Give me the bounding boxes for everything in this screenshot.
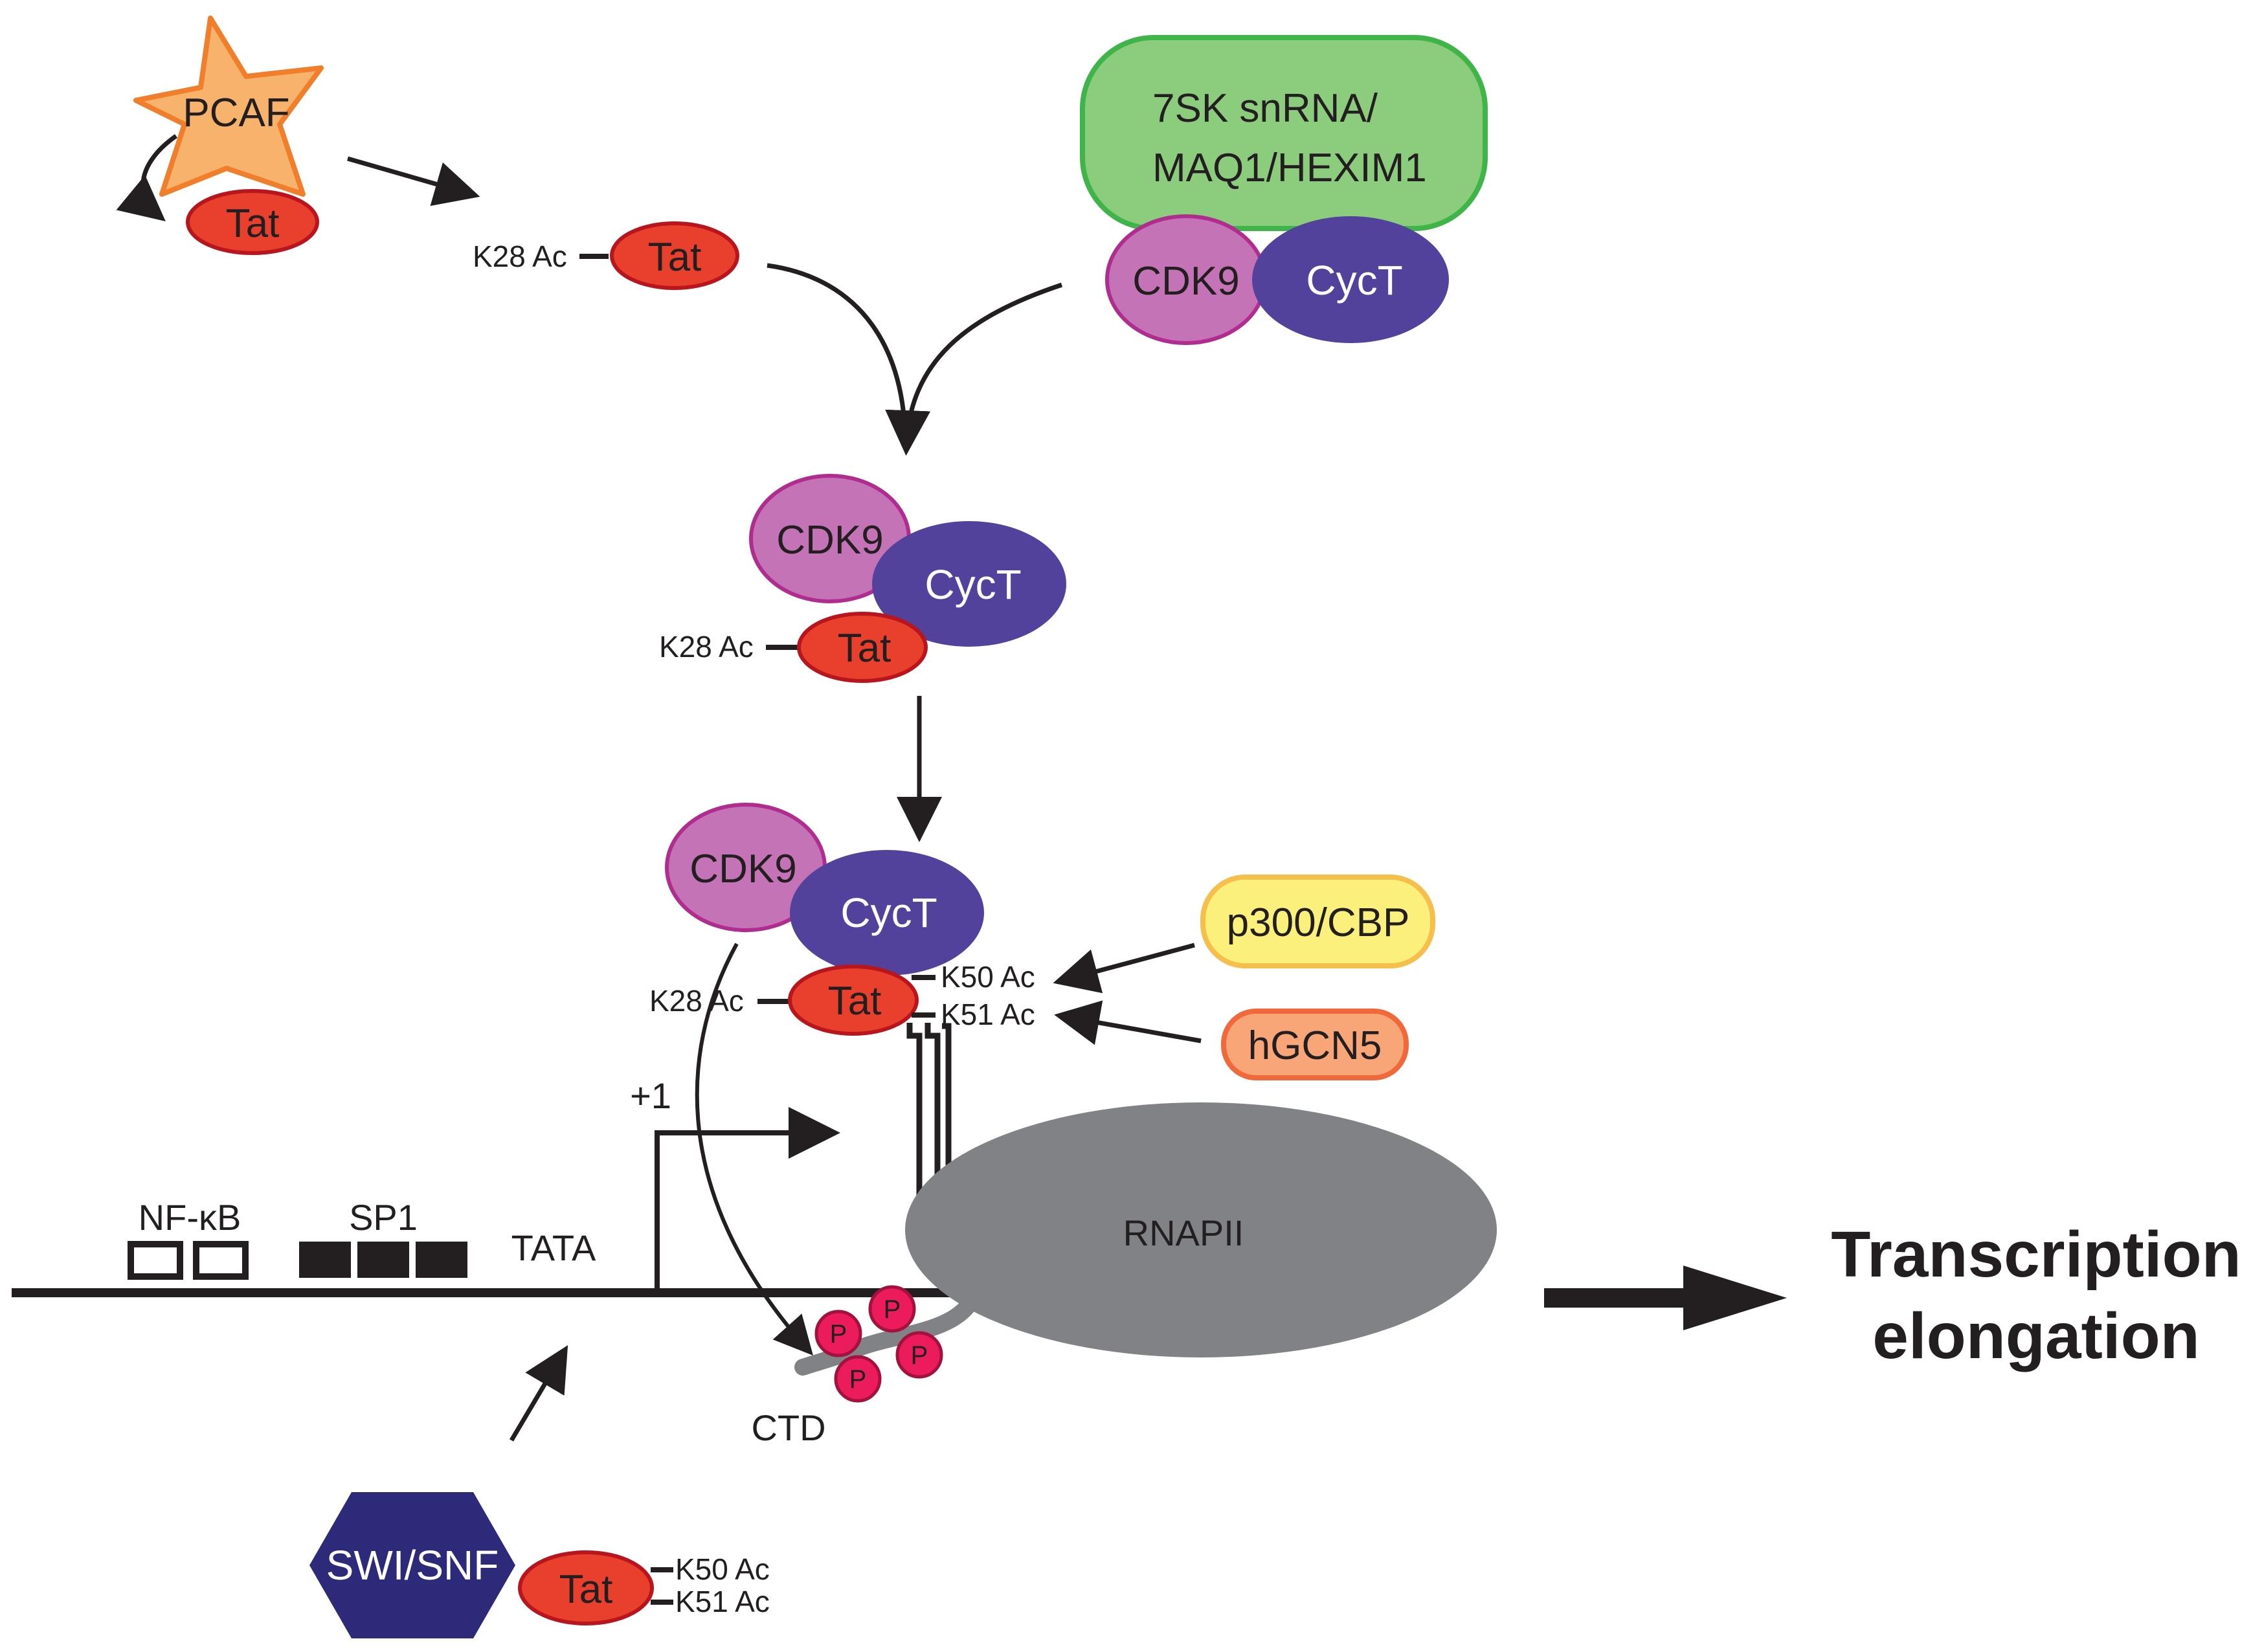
ptefb-tat-label: Tat — [838, 626, 891, 671]
tat-acetylated — [610, 221, 739, 290]
complex-7sk-cdk9-label: CDK9 — [1132, 259, 1239, 304]
promoter-cdk9-label: CDK9 — [689, 847, 796, 891]
merge-arrow-from-7sk — [885, 282, 1063, 456]
phospho-site — [834, 1355, 882, 1403]
promoter-complex-group: CDK9 CycT K28 Ac Tat K50 Ac K51 Ac — [649, 803, 1035, 1356]
outcome-group: Transcription elongation — [1544, 1218, 2241, 1372]
phospho-label: P — [830, 1320, 847, 1348]
ctd-phospho-group: P P P P CTD — [751, 1285, 943, 1448]
promoter-tat — [788, 965, 919, 1036]
outcome-line1: Transcription — [1831, 1218, 2241, 1291]
tat-k28-group: K28 Ac Tat — [473, 221, 739, 290]
nfkb-label: NF-κB — [139, 1197, 241, 1238]
hgcn5-arrow — [1054, 1000, 1202, 1045]
ptefb-tat — [797, 612, 928, 683]
swisnf-arrow — [509, 1345, 568, 1442]
sp1-box — [416, 1242, 467, 1278]
tss-arrow-group: +1 — [630, 1075, 840, 1289]
nfkb-box — [128, 1241, 183, 1280]
swisnf-label: SWI/SNF — [326, 1542, 499, 1589]
hgcn5-group: hGCN5 — [1054, 1000, 1409, 1080]
swisnf-group: SWI/SNF Tat K50 Ac K51 Ac — [309, 1345, 770, 1638]
pcaf-to-tat-arrow — [347, 156, 480, 206]
phospho-label: P — [911, 1341, 928, 1370]
p300-group: p300/CBP — [1053, 875, 1435, 994]
rnapii-group: RNAPII — [794, 1102, 1497, 1376]
pcaf-tat — [186, 189, 319, 255]
ctd-phospho-arrow — [695, 943, 813, 1356]
complex-7sk-box — [1080, 35, 1488, 231]
swisnf-k51-mod: K51 Ac — [675, 1585, 770, 1618]
nfkb-sites: NF-κB — [128, 1197, 249, 1280]
complex-7sk-line1: 7SK snRNA/ — [1152, 86, 1378, 131]
ptefb-cyct — [872, 521, 1066, 647]
phospho-label: P — [849, 1365, 867, 1394]
hgcn5-label: hGCN5 — [1248, 1023, 1382, 1068]
rnapii — [905, 1102, 1497, 1357]
sp1-label: SP1 — [349, 1197, 418, 1238]
outcome-arrowhead — [1683, 1266, 1787, 1330]
promoter-cyct — [790, 850, 984, 976]
promoter-k51-mod: K51 Ac — [941, 998, 1035, 1031]
complex-7sk-group: 7SK snRNA/ MAQ1/HEXIM1 CDK9 CycT — [1080, 35, 1488, 345]
promoter-k28-mod: K28 Ac — [649, 984, 744, 1018]
phospho-site — [868, 1285, 916, 1333]
complex-7sk-cyct-label: CycT — [1306, 257, 1402, 304]
p300-arrow — [1053, 943, 1195, 994]
sp1-box — [299, 1242, 351, 1278]
ptefb-tat-group: CDK9 CycT K28 Ac Tat — [659, 474, 1066, 683]
p300-label: p300/CBP — [1227, 900, 1410, 945]
promoter-tat-label: Tat — [828, 979, 882, 1023]
swisnf-tat-label: Tat — [559, 1567, 613, 1612]
pcaf-self-arrow — [116, 134, 178, 221]
phospho-site — [814, 1310, 862, 1357]
pcaf-star — [133, 16, 324, 197]
ptefb-cdk9-label: CDK9 — [776, 518, 883, 563]
promoter-cyct-label: CycT — [840, 889, 937, 936]
tata-label: TATA — [511, 1227, 596, 1268]
sp1-box — [357, 1242, 409, 1278]
tss-arrow — [655, 1107, 840, 1289]
sp1-sites: SP1 — [299, 1197, 467, 1278]
pcaf-label: PCAF — [183, 91, 289, 135]
phospho-site — [895, 1331, 943, 1379]
complex-7sk-cyct — [1252, 216, 1449, 343]
tat-k28-mod: K28 Ac — [473, 240, 567, 273]
ptefb-cyct-label: CycT — [925, 561, 1021, 608]
hgcn5-box — [1221, 1009, 1409, 1080]
nfkb-box — [193, 1241, 249, 1280]
rnapii-label: RNAPII — [1123, 1212, 1244, 1253]
merge-arrow-from-tat — [767, 263, 908, 447]
swisnf-k50-mod: K50 Ac — [675, 1552, 770, 1586]
tat-tar-tether — [906, 1023, 952, 1204]
swisnf-hexagon — [309, 1492, 515, 1638]
complex-7sk-line2: MAQ1/HEXIM1 — [1152, 146, 1427, 190]
tat-acetylated-label: Tat — [648, 235, 702, 280]
swisnf-tat — [518, 1550, 654, 1625]
phospho-label: P — [884, 1295, 901, 1324]
p300-box — [1200, 875, 1435, 968]
ptefb-k28-mod: K28 Ac — [659, 630, 754, 664]
pcaf-tat-label: Tat — [226, 201, 280, 246]
ctd-tail — [794, 1293, 980, 1376]
outcome-line2: elongation — [1872, 1300, 2200, 1372]
ctd-label: CTD — [751, 1407, 825, 1448]
tss-label: +1 — [630, 1075, 671, 1116]
pcaf-group: PCAF Tat — [116, 16, 480, 255]
promoter-k50-mod: K50 Ac — [941, 960, 1035, 994]
